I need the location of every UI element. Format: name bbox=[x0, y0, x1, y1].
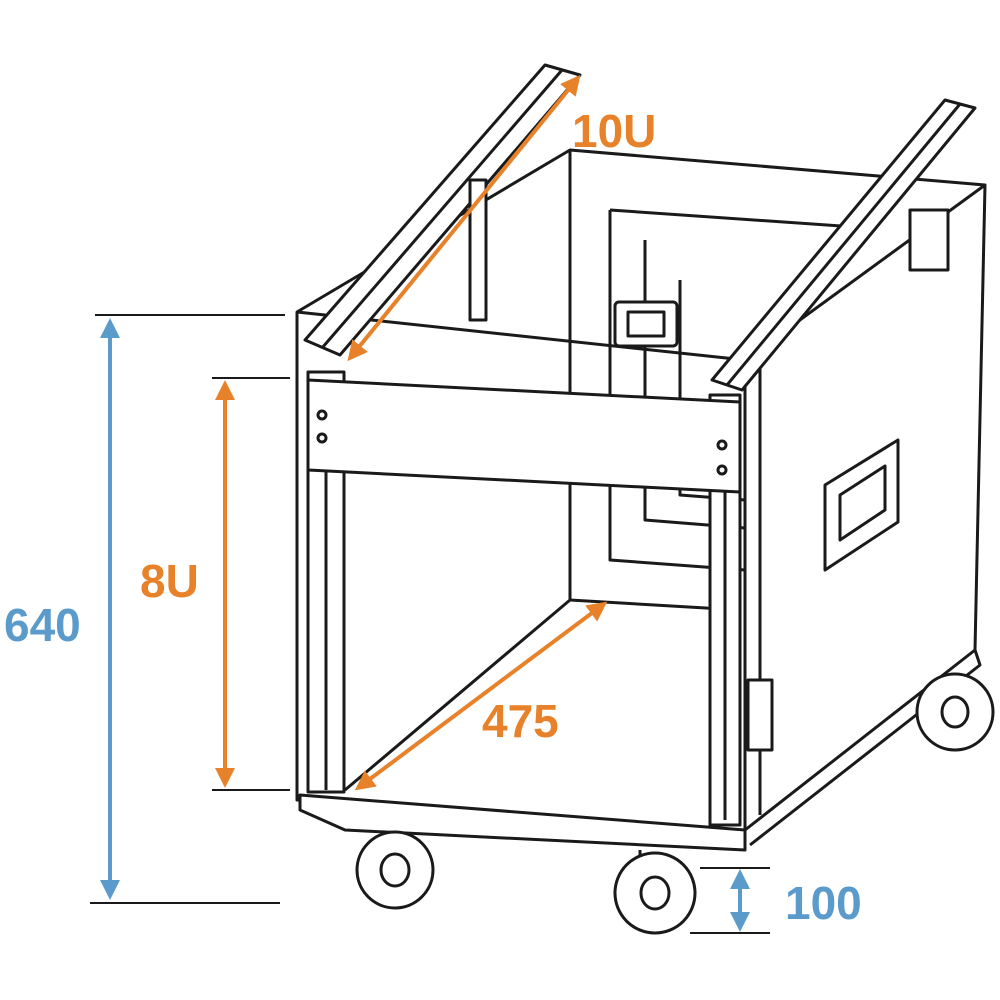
front-crossbar bbox=[306, 378, 742, 494]
label-100: 100 bbox=[785, 877, 862, 929]
arrow-475 bbox=[354, 601, 608, 791]
right-top-rail bbox=[710, 98, 977, 392]
arrow-10u bbox=[347, 74, 581, 362]
label-8u: 8U bbox=[140, 555, 199, 607]
wheel-rear-right bbox=[915, 672, 995, 752]
front-latch bbox=[746, 678, 774, 752]
side-latch bbox=[908, 208, 950, 272]
dimension-lines bbox=[90, 314, 770, 934]
case-base bbox=[298, 793, 747, 852]
label-475: 475 bbox=[482, 695, 559, 747]
rear-handle bbox=[613, 300, 679, 348]
label-10u: 10U bbox=[572, 105, 657, 157]
wheel-front-right bbox=[613, 850, 697, 935]
wheel-front-left bbox=[355, 830, 435, 910]
label-640: 640 bbox=[4, 599, 81, 651]
